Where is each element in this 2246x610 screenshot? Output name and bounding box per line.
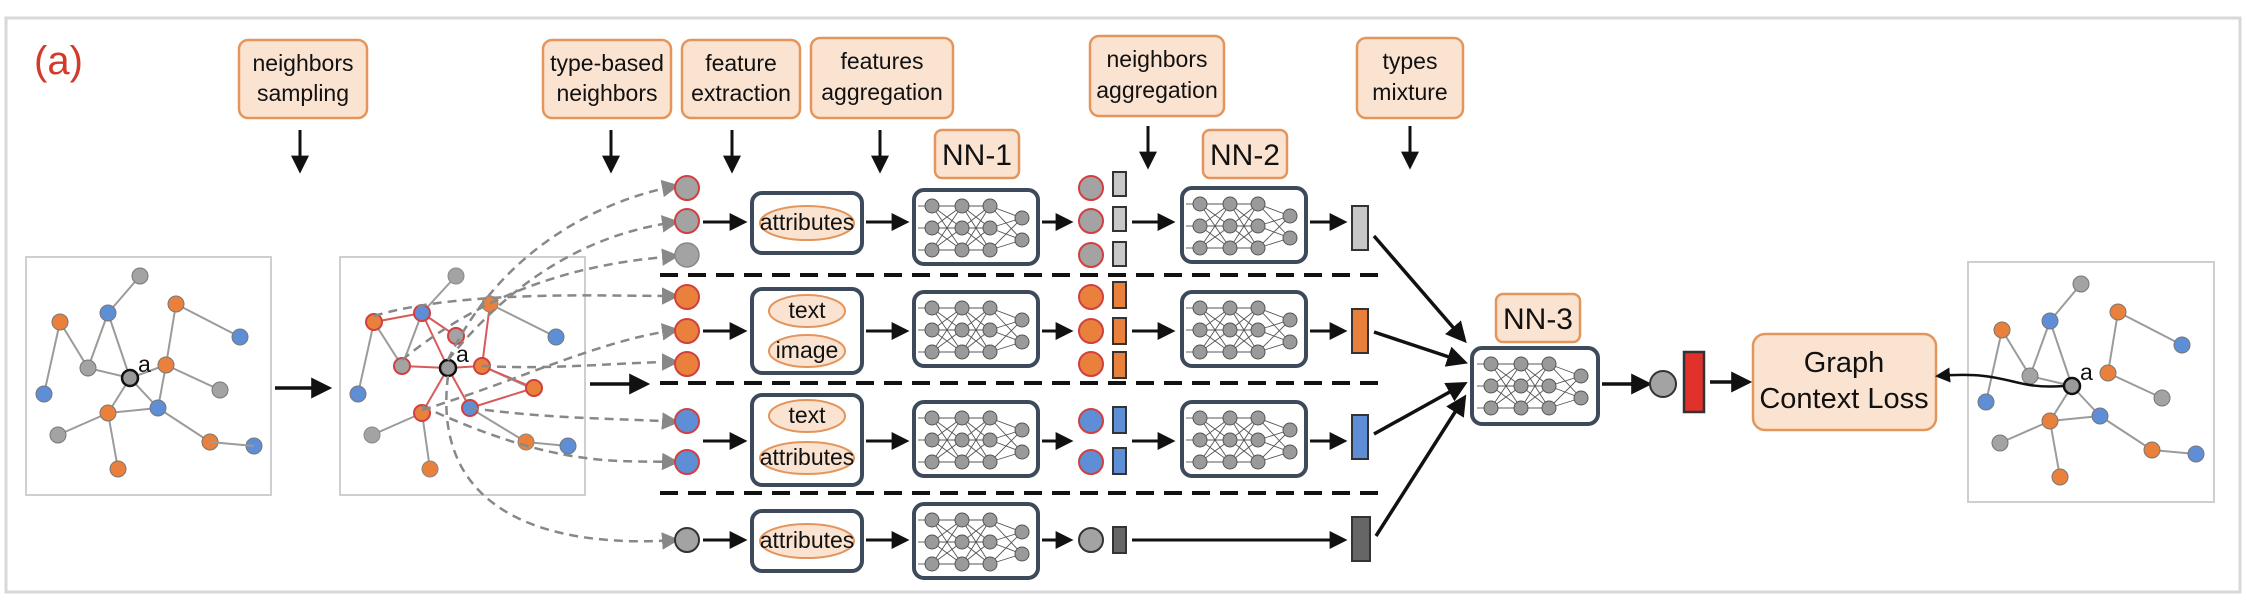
stage-label-line2: neighbors (556, 80, 657, 106)
stage-label-line2: extraction (691, 80, 791, 106)
loss-label-line1: Graph (1804, 347, 1885, 379)
image-label: image (776, 337, 839, 363)
outer-frame (4, 16, 2242, 594)
node-label-a: a (456, 341, 469, 367)
sampling-arrows (373, 179, 680, 550)
stage-label-line1: neighbors (1106, 46, 1207, 72)
text-label: text (788, 402, 826, 428)
panel-label: (a) (34, 39, 83, 83)
stage-label-line1: features (840, 48, 923, 74)
output-node (1649, 370, 1677, 398)
stage-label-line1: neighbors (252, 50, 353, 76)
row-blue: text attributes (674, 393, 1369, 487)
node-label-a: a (138, 351, 151, 377)
nn3-tag: NN-3 (1494, 292, 1582, 344)
stage-label-line1: type-based (550, 50, 664, 76)
stage-label-line2: aggregation (1096, 77, 1218, 103)
sampled-graph: a (339, 256, 586, 496)
stage-type-based-neighbors: type-based neighbors (541, 38, 673, 174)
row-dark: attributes (674, 502, 1371, 580)
stage-types-mixture: types mixture (1355, 36, 1465, 170)
stage-label-line1: feature (705, 50, 777, 76)
nn2-label: NN-2 (1210, 139, 1280, 172)
mixture-arrows (1372, 234, 1468, 537)
stage-feature-extraction: feature extraction (680, 38, 802, 174)
stage-features-aggregation: features aggregation (809, 36, 955, 174)
graph-context-loss: Graph Context Loss (1751, 332, 1938, 432)
nn3-label: NN-3 (1503, 303, 1573, 336)
attributes-label: attributes (760, 209, 855, 235)
attributes-label: attributes (760, 444, 855, 470)
row-orange: text image (674, 281, 1369, 379)
stage-label-line2: sampling (257, 80, 349, 106)
loss-label-line2: Context Loss (1759, 383, 1928, 415)
stage-neighbors-sampling: neighbors sampling (237, 38, 369, 174)
stage-label-line2: mixture (1372, 79, 1447, 105)
attributes-label: attributes (760, 527, 855, 553)
nn1-label: NN-1 (942, 139, 1012, 172)
row-gray: attributes (674, 171, 1369, 268)
input-graph: a (25, 256, 272, 496)
node-label-a: a (2080, 359, 2093, 385)
output-graph: a (1935, 261, 2215, 503)
stage-label-line2: aggregation (821, 79, 943, 105)
nn1-tag: NN-1 (933, 128, 1021, 180)
stage-neighbors-aggregation: neighbors aggregation (1088, 34, 1226, 170)
output-embedding (1682, 350, 1706, 414)
stage-label-line1: types (1383, 48, 1438, 74)
nn2-tag: NN-2 (1201, 128, 1289, 180)
row-separators (660, 273, 1382, 495)
text-label: text (788, 297, 826, 323)
